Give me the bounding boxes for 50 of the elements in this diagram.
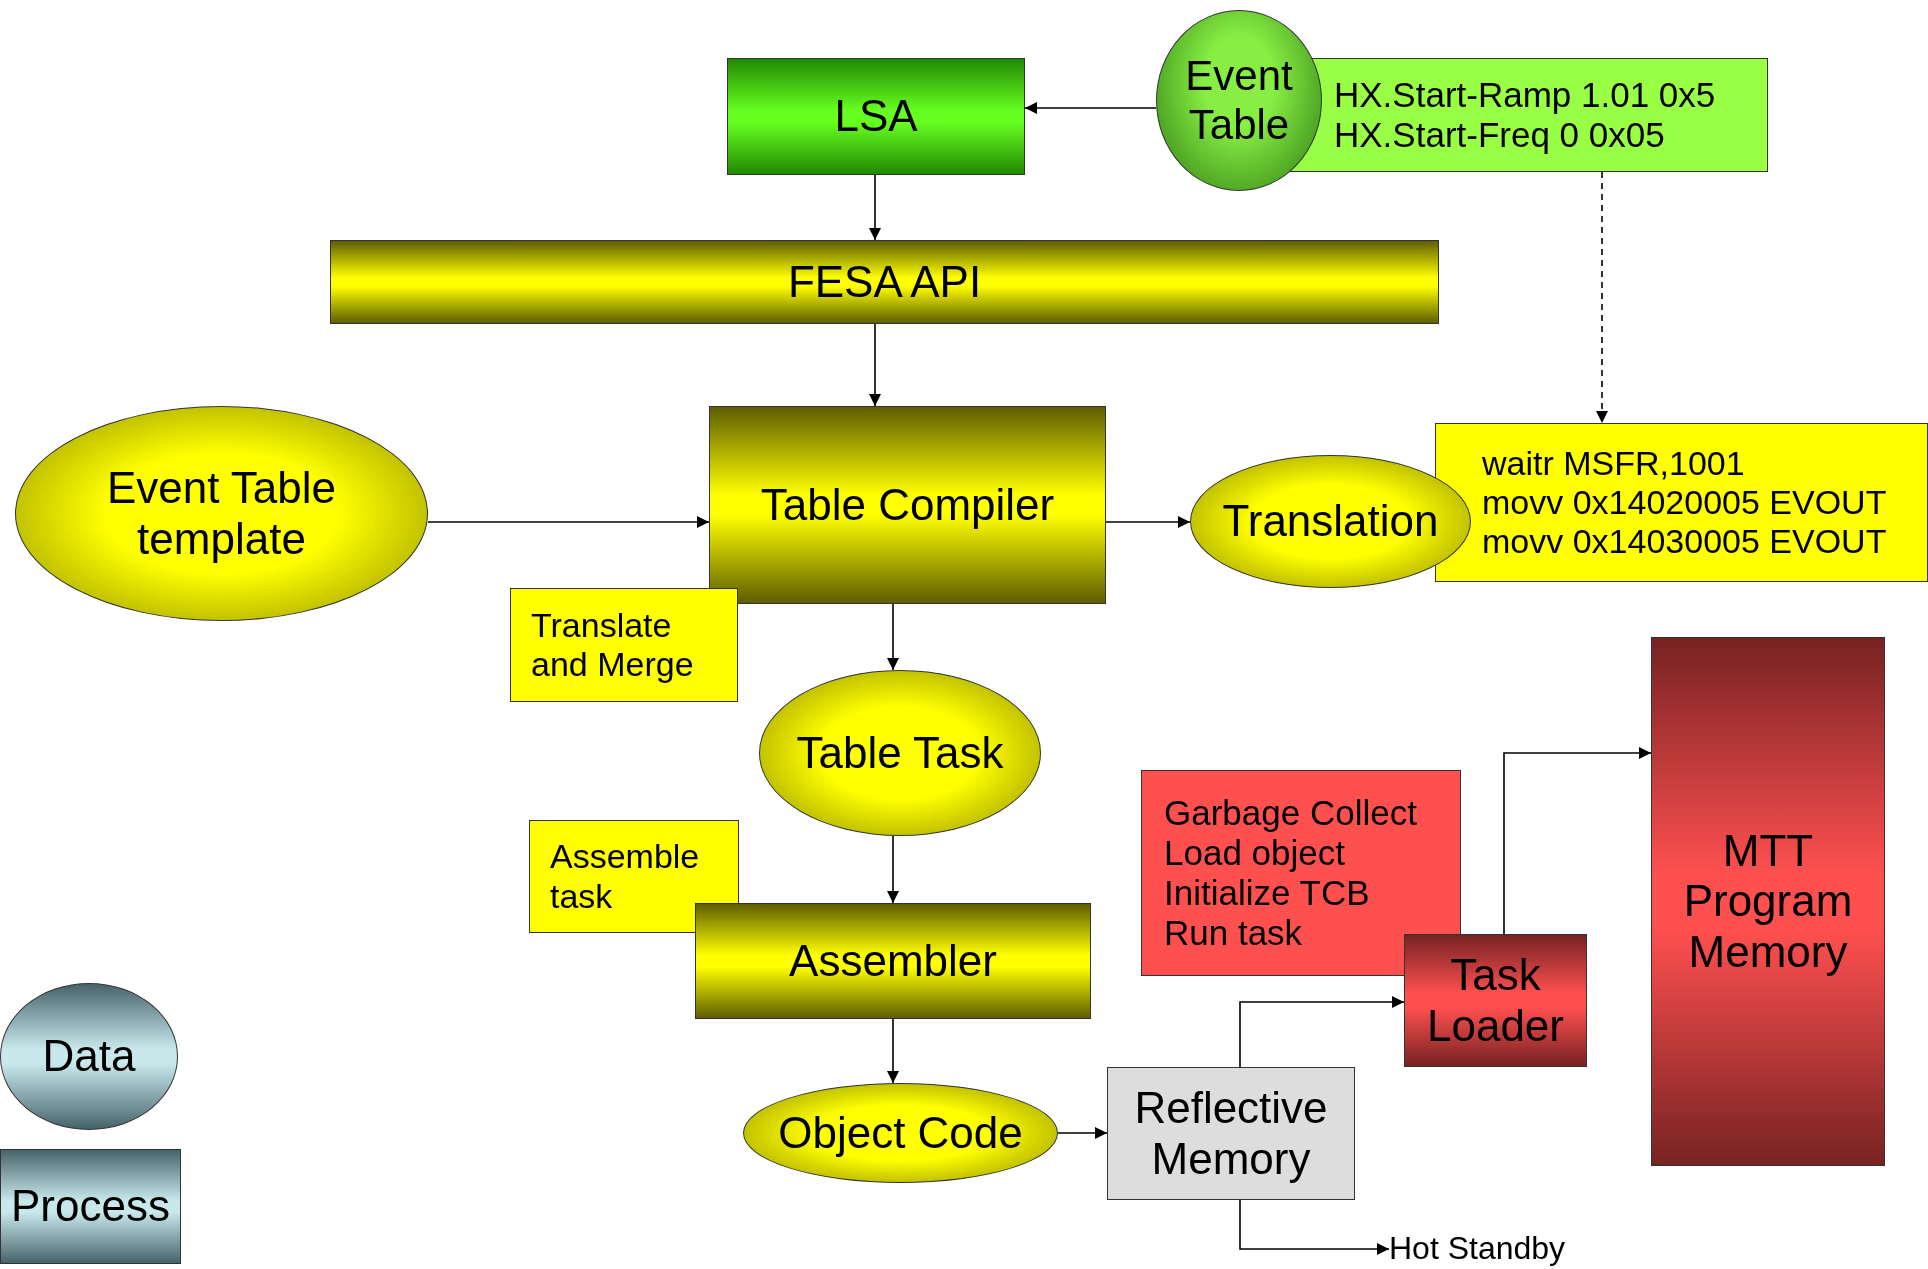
process-box [727,58,1025,175]
process-bar [330,240,1439,324]
node-label: LSA [834,91,918,142]
arrow [1596,171,1608,424]
arrow [1239,1199,1390,1255]
node-label: Event Table [1184,52,1294,149]
node-label: Assemble task [550,837,701,916]
node-label: waitr MSFR,1001 [1482,443,1745,483]
arrow [887,835,899,904]
node-label: movv 0x14020005 EVOUT [1482,482,1887,523]
process-box [695,903,1091,1019]
arrow [1105,516,1191,528]
arrow [1057,1127,1108,1139]
node-label: HX.Start-Freq 0 0x05 [1334,115,1665,156]
node-label: Assembler [789,935,997,987]
node-label: Reflective Memory [1133,1082,1329,1185]
legend-process-box [0,1149,181,1264]
arrow [887,1018,899,1084]
note-box [529,820,739,933]
node-label: HX.Start-Ramp 1.01 0x5 [1334,74,1716,115]
node-label: movv 0x14030005 EVOUT [1482,522,1887,562]
process-box [1404,934,1587,1067]
note-box [510,588,738,702]
node-label: Task Loader [1426,949,1565,1052]
process-box [709,406,1106,604]
node-label: FESA API [787,256,982,308]
node-label: Data [42,1031,136,1082]
node-label: Process [11,1181,170,1232]
arrow [1239,996,1405,1068]
node-label: Load object [1164,832,1345,873]
arrow [1503,747,1652,935]
target-label: Hot Standby [1389,1228,1609,1268]
arrow [869,174,881,241]
memory-box [1651,637,1885,1166]
node-label: Table Compiler [760,479,1055,531]
code-box [1435,423,1928,582]
node-label: Initialize TCB [1164,873,1370,914]
node-label: Event Table template [105,462,338,565]
arrow [1024,102,1157,114]
node-label: Garbage Collect [1164,792,1417,833]
arrow [887,603,899,671]
arrow [869,323,881,407]
node-label: Run task [1164,913,1303,954]
memory-box [1107,1067,1355,1200]
node-label: Object Code [778,1107,1023,1159]
node-label: Table Task [796,727,1004,779]
node-label: Translate and Merge [531,605,695,685]
arrow [427,516,710,528]
node-label: Translation [1222,496,1439,547]
node-label: MTT Program Memory [1682,825,1854,978]
